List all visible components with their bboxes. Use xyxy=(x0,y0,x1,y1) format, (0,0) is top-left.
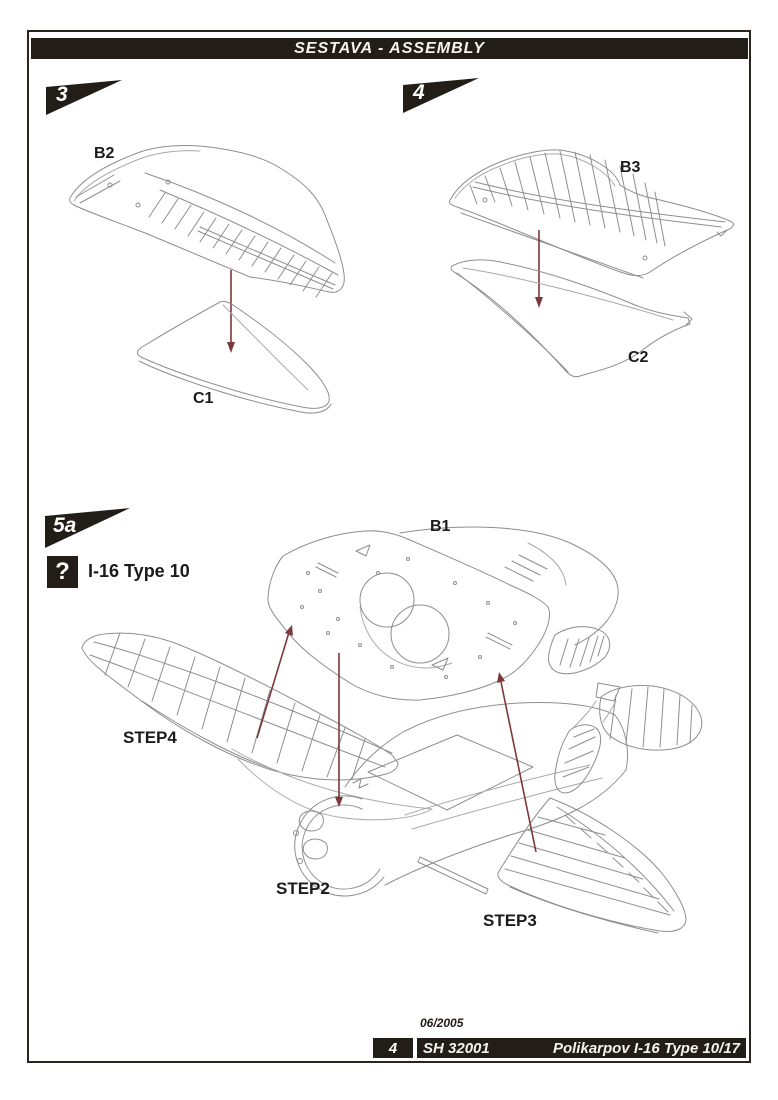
step5a-badge: 5a xyxy=(45,508,130,548)
step3-badge: 3 xyxy=(46,80,122,115)
assembly-arrow xyxy=(335,653,343,807)
page-number: 4 xyxy=(388,1039,398,1057)
step-pennant-icon xyxy=(45,508,130,548)
step3-subassembly-label: STEP3 xyxy=(483,911,537,930)
page-title: SESTAVA - ASSEMBLY xyxy=(294,39,485,57)
step5a-badge-number: 5a xyxy=(53,514,77,537)
header-bar: SESTAVA - ASSEMBLY xyxy=(31,38,748,59)
c1-part-drawing xyxy=(136,300,332,414)
page-border xyxy=(27,30,751,1063)
step2-subassembly-label: STEP2 xyxy=(276,879,330,898)
step4-badge: 4 xyxy=(403,78,479,113)
step-pennant-icon xyxy=(46,80,122,115)
right-wing-drawing xyxy=(417,797,687,934)
b2-part-drawing xyxy=(69,145,345,298)
b2-label: B2 xyxy=(94,145,115,162)
assembly-arrow xyxy=(256,625,293,739)
page-number-box: 4 xyxy=(373,1038,413,1058)
b1-label: B1 xyxy=(430,518,451,535)
c2-part-drawing xyxy=(450,259,693,378)
step-pennant-icon xyxy=(403,78,479,113)
step3-diagram xyxy=(69,145,345,414)
kit-title: Polikarpov I-16 Type 10/17 xyxy=(552,1039,740,1057)
b3-part-drawing xyxy=(448,149,734,279)
step4-badge-number: 4 xyxy=(413,81,425,104)
assembly-arrow xyxy=(535,230,543,308)
step5a-diagram xyxy=(81,526,703,934)
step4-subassembly-label: STEP4 xyxy=(123,728,177,747)
left-wing-drawing xyxy=(81,632,433,821)
fuselage-drawing xyxy=(293,702,629,897)
b3-label: B3 xyxy=(620,159,641,176)
b1-part-drawing xyxy=(267,530,551,701)
footer-date: 06/2005 xyxy=(420,1016,464,1030)
variant-note-label: I-16 Type 10 xyxy=(88,561,190,581)
fuselage-silhouette-drawing xyxy=(399,526,619,646)
step4-diagram xyxy=(448,149,734,378)
assembly-arrow xyxy=(227,270,235,353)
assembly-arrow xyxy=(497,672,537,853)
c2-label: C2 xyxy=(628,349,649,366)
c1-label: C1 xyxy=(193,390,214,407)
kit-code: SH 32001 xyxy=(423,1039,490,1057)
step3-badge-number: 3 xyxy=(56,83,68,106)
question-icon: ? xyxy=(47,556,78,588)
footer-bar: SH 32001 Polikarpov I-16 Type 10/17 xyxy=(417,1038,746,1058)
tail-unit-drawing xyxy=(548,626,703,794)
